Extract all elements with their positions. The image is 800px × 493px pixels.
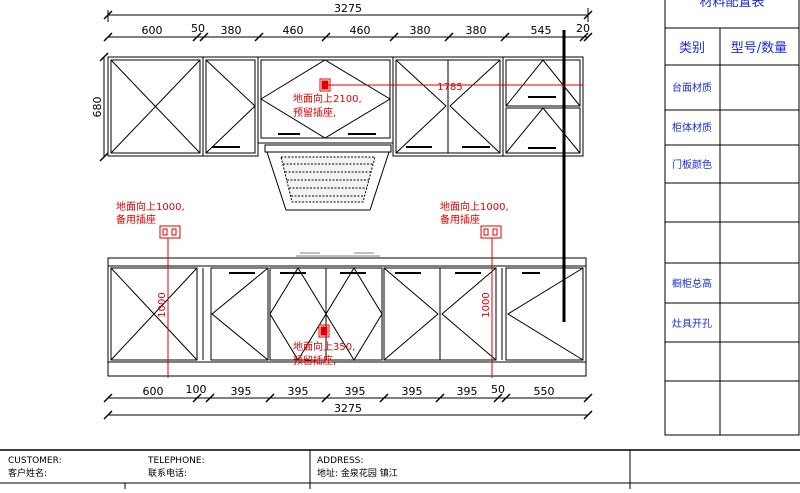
telephone-label-cn: 联系电话:: [148, 467, 187, 479]
dim-bottom-seg: 395: [457, 385, 478, 398]
dim-1785: 1785: [437, 82, 462, 93]
dim-bottom-seg: 600: [143, 385, 164, 398]
table-row-label: 台面材质: [672, 81, 712, 94]
address-value-cn: 地址: 金泉花园 镇江: [317, 467, 398, 479]
dim-right-socket-height: 1000: [481, 292, 492, 317]
dim-top-seg: 460: [350, 24, 371, 37]
address-label-en: ADDRESS:: [317, 456, 363, 466]
dim-left-socket-height: 1000: [157, 292, 168, 317]
material-table: [664, 0, 800, 436]
dim-top-total: 3275: [334, 2, 362, 15]
table-row-label: 门板颜色: [672, 158, 712, 171]
note-right-socket-line2: 备用插座: [440, 213, 480, 226]
range-hood: [264, 144, 392, 211]
dim-bottom-seg: 395: [345, 385, 366, 398]
cooktop: [296, 252, 380, 257]
note-lower-socket-line1: 地面向上350,: [293, 340, 355, 353]
dim-top-seg: 380: [221, 24, 242, 37]
note-left-socket-line2: 备用插座: [116, 213, 156, 226]
note-left-socket-line1: 地面向上1000,: [116, 200, 185, 213]
table-title: 材料配置表: [699, 0, 764, 10]
dim-bottom-seg: 100: [186, 383, 207, 396]
note-upper-socket-line1: 地面向上2100,: [293, 92, 362, 105]
dim-top-seg: 380: [466, 24, 487, 37]
note-right-socket-line1: 地面向上1000,: [440, 200, 509, 213]
dim-bottom-seg: 395: [402, 385, 423, 398]
dim-top-seg: 20: [576, 22, 590, 35]
dim-bottom-seg: 395: [288, 385, 309, 398]
top-dimensions: [103, 8, 593, 42]
dim-top-seg: 545: [531, 24, 552, 37]
dim-top-seg: 600: [142, 24, 163, 37]
dim-bottom-seg: 395: [231, 385, 252, 398]
dim-upper-height: 680: [91, 97, 104, 118]
socket-annotations: [159, 78, 583, 378]
table-row-label: 橱柜总高: [672, 277, 712, 290]
table-col-model-qty: 型号/数量: [731, 41, 787, 56]
note-lower-socket-line2: 预留插座,: [293, 354, 336, 367]
note-upper-socket-line2: 预留插座,: [293, 106, 336, 119]
dim-bottom-seg: 550: [534, 385, 555, 398]
dim-top-seg: 380: [410, 24, 431, 37]
customer-label-en: CUSTOMER:: [8, 456, 62, 466]
table-col-category: 类别: [679, 41, 705, 56]
dim-top-segments: 600 50 380 460 460 380 380 545 20: [142, 22, 591, 37]
dim-bottom-total: 3275: [334, 402, 362, 415]
customer-label-cn: 客户姓名:: [8, 467, 47, 479]
upper-cabinets: [107, 56, 584, 157]
dim-bottom-segments: 600 100 395 395 395 395 395 50 550: [143, 383, 555, 398]
table-rows: 台面材质 柜体材质 门板颜色 橱柜总高 灶具开孔: [672, 81, 712, 330]
table-row-label: 灶具开孔: [672, 317, 712, 330]
dim-top-seg: 50: [191, 22, 205, 35]
left-height-dimension: [99, 52, 109, 162]
dim-top-seg: 460: [283, 24, 304, 37]
bottom-dimensions: [103, 393, 593, 420]
dim-bottom-seg: 50: [491, 383, 505, 396]
telephone-label-en: TELEPHONE:: [147, 456, 205, 466]
table-row-label: 柜体材质: [672, 121, 712, 134]
title-block: [0, 449, 800, 489]
lower-cabinets: [107, 257, 587, 377]
